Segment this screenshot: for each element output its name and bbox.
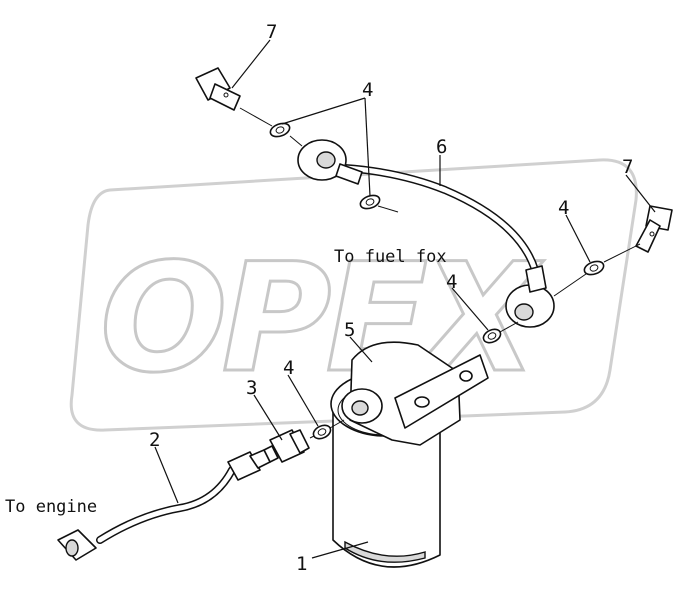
fuel-pipe [297, 139, 555, 328]
filter-head [341, 341, 489, 446]
assembly-lines [239, 107, 641, 439]
callout-bolt-left: 7 [266, 21, 277, 43]
adapter-fitting [263, 429, 310, 463]
callout-washer-adapter: 4 [283, 357, 294, 379]
inlet-hose [57, 449, 271, 561]
watermark-frame [69, 158, 638, 432]
washer-upper-left [269, 122, 291, 138]
callout-bolt-right: 7 [622, 156, 633, 178]
callout-washer-head: 4 [446, 271, 457, 293]
washer-near-adapter [312, 424, 332, 440]
callout-inlet-hose: 2 [149, 429, 160, 451]
callout-adapter: 3 [246, 377, 257, 399]
washer-upper-middle [359, 194, 381, 210]
banjo-bolt-left [195, 67, 241, 111]
callouts: 7 4 6 7 4 4 5 4 3 2 1 [149, 21, 633, 575]
note-to-engine: To engine [5, 497, 97, 517]
leader-lines [154, 39, 656, 559]
note-to-fuel-box: To fuel fox [334, 247, 447, 267]
callout-filter-head: 5 [344, 319, 355, 341]
banjo-bolt-right [635, 205, 673, 253]
callout-washer-upper: 4 [362, 79, 373, 101]
callout-washer-right: 4 [558, 197, 569, 219]
callout-filter: 1 [296, 553, 307, 575]
washer-right [583, 260, 605, 276]
callout-fuel-pipe: 6 [436, 136, 447, 158]
